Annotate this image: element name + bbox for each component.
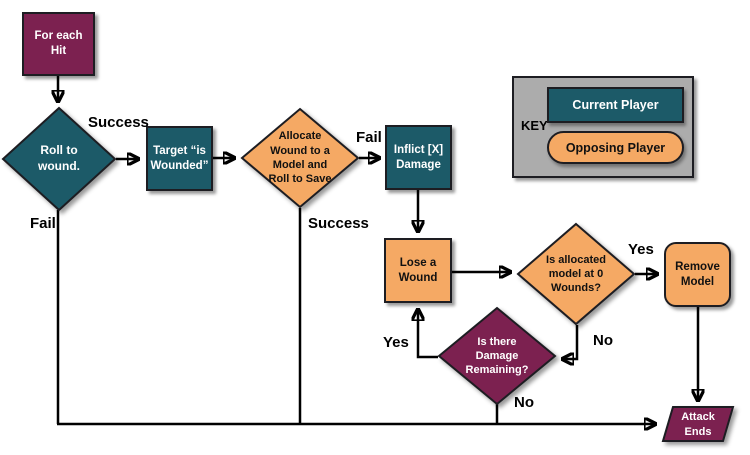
legend-key-box: KEY Current Player Opposing Player (512, 76, 694, 178)
edge-label-save-fail: Fail (356, 129, 382, 146)
node-remove-model: Remove Model (664, 242, 731, 307)
node-lose-a-wound: Lose a Wound (384, 238, 452, 303)
legend-key-title: KEY (521, 118, 548, 133)
damage-remaining-label: Is there Damage Remaining? (465, 335, 529, 377)
node-inflict-damage: Inflict [X] Damage (385, 125, 452, 190)
node-damage-remaining: Is there Damage Remaining? (437, 306, 557, 406)
edge-label-roll-fail: Fail (30, 215, 56, 232)
legend-current-player: Current Player (547, 87, 684, 123)
edge-label-roll-success: Success (88, 114, 149, 131)
edge-label-zero-wounds-yes: Yes (628, 241, 654, 258)
model-at-zero-label: Is allocated model at 0 Wounds? (546, 253, 606, 295)
model-at-zero-diamond-shape (516, 222, 636, 326)
edge-label-damage-no: No (514, 394, 534, 411)
allocate-wound-label: Allocate Wound to a Model and Roll to Sa… (268, 130, 332, 186)
node-for-each-hit: For each Hit (22, 12, 95, 76)
node-attack-ends: Attack Ends (658, 406, 738, 443)
edge-label-save-success: Success (308, 215, 369, 232)
node-allocate-wound: Allocate Wound to a Model and Roll to Sa… (240, 107, 360, 209)
node-target-wounded: Target “is Wounded” (146, 126, 213, 191)
roll-to-wound-diamond-shape (1, 106, 117, 212)
allocate-wound-diamond-shape (240, 107, 360, 209)
legend-opposing-player: Opposing Player (547, 131, 684, 164)
attack-ends-parallelogram-shape (661, 406, 735, 442)
roll-to-wound-label: Roll to wound. (38, 143, 80, 173)
node-roll-to-wound: Roll to wound. (1, 106, 117, 212)
edge-label-damage-yes: Yes (383, 334, 409, 351)
edge-label-zero-wounds-no: No (593, 332, 613, 349)
attack-ends-label: Attack Ends (681, 411, 715, 438)
edge-zerowounds-no (563, 325, 579, 359)
node-model-at-zero-wounds: Is allocated model at 0 Wounds? (516, 222, 636, 326)
edge-damage-yes (418, 310, 438, 359)
damage-remaining-diamond-shape (437, 306, 557, 406)
